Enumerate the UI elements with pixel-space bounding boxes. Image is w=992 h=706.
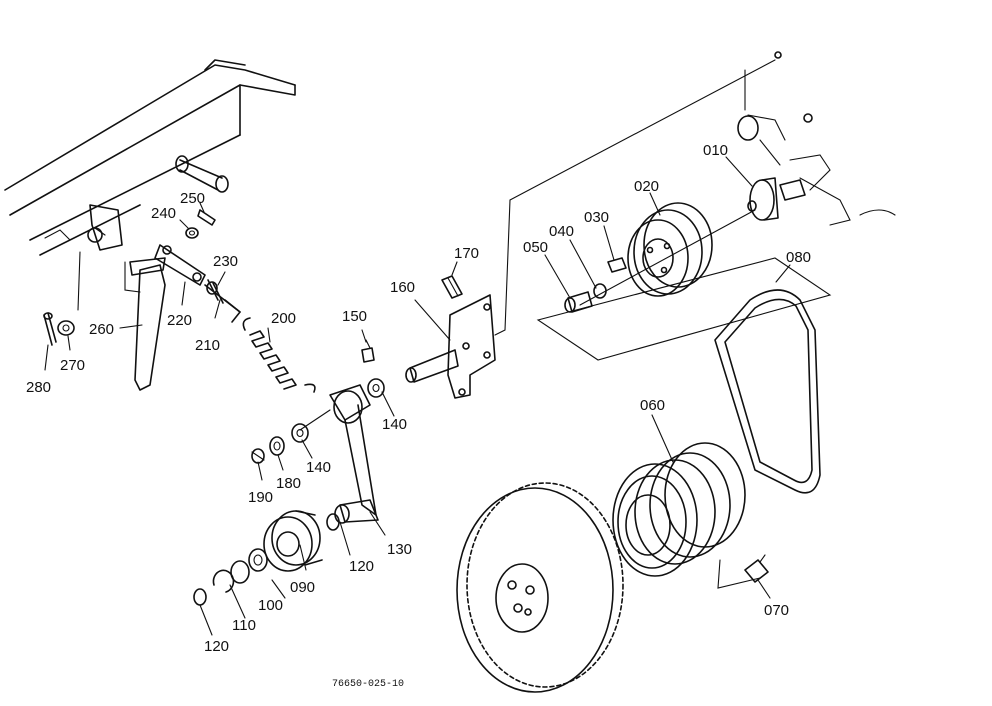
part-200-spring (242, 317, 316, 393)
flywheel (456, 482, 624, 693)
label-010: 010 (703, 142, 728, 159)
label-030: 030 (584, 209, 609, 226)
label-130: 130 (387, 541, 412, 558)
part-170-bolt (441, 275, 463, 299)
engine-shaft (737, 113, 896, 226)
part-180-washer (269, 436, 285, 456)
label-050: 050 (523, 239, 548, 256)
part-080-belt (714, 289, 821, 494)
label-270: 270 (60, 357, 85, 374)
callout-leaders (44, 156, 791, 636)
label-090: 090 (290, 579, 315, 596)
label-250: 250 (180, 190, 205, 207)
part-070-bolt (744, 554, 769, 583)
frame-rail (4, 59, 296, 256)
part-020-pulley (627, 202, 713, 297)
label-110: 110 (232, 617, 256, 634)
part-250-pin (197, 209, 216, 226)
label-260: 260 (89, 321, 114, 338)
frame-bracket (87, 204, 123, 251)
part-230-210-rod (204, 279, 241, 323)
label-190: 190 (248, 489, 273, 506)
part-120-ring-lower (193, 588, 207, 606)
label-100: 100 (258, 597, 283, 614)
label-160: 160 (390, 279, 415, 296)
part-260-lever (77, 251, 166, 391)
part-140-bushing-upper (367, 378, 385, 398)
part-150-grease-nipple (361, 339, 375, 363)
label-210: 210 (195, 337, 220, 354)
label-200: 200 (271, 310, 296, 327)
label-020: 020 (634, 178, 659, 195)
label-140-upper: 140 (382, 416, 407, 433)
label-150: 150 (342, 308, 367, 325)
label-120-lower: 120 (204, 638, 229, 655)
label-280: 280 (26, 379, 51, 396)
part-280-cotter-pin (43, 312, 57, 346)
part-120-ring-upper (326, 513, 340, 531)
label-220: 220 (167, 312, 192, 329)
part-240-washer (185, 227, 199, 239)
part-190-nut (251, 448, 265, 464)
label-040: 040 (549, 223, 574, 240)
frame-pin (175, 155, 229, 193)
label-070: 070 (764, 602, 789, 619)
part-030-bolt (607, 257, 627, 273)
part-010-hub (747, 177, 779, 221)
part-060-crank-pulley (612, 442, 746, 577)
part-220-link (154, 244, 206, 286)
label-170: 170 (454, 245, 479, 262)
label-120-upper: 120 (349, 558, 374, 575)
label-080: 080 (786, 249, 811, 266)
part-090-idler-pulley (263, 510, 323, 572)
part-130-tension-arm (329, 384, 379, 524)
label-140-lower: 140 (306, 459, 331, 476)
part-labels: 010 020 030 040 050 060 070 080 090 100 … (26, 142, 811, 655)
reference-lines (299, 51, 832, 589)
label-240: 240 (151, 205, 176, 222)
part-110-circlip (212, 569, 235, 593)
label-230: 230 (213, 253, 238, 270)
label-180: 180 (276, 475, 301, 492)
label-060: 060 (640, 397, 665, 414)
part-270-washer (57, 320, 75, 336)
part-100-bearing (230, 548, 268, 584)
drawing-code: 76650-025-10 (332, 679, 404, 690)
part-160-bracket (405, 294, 496, 399)
